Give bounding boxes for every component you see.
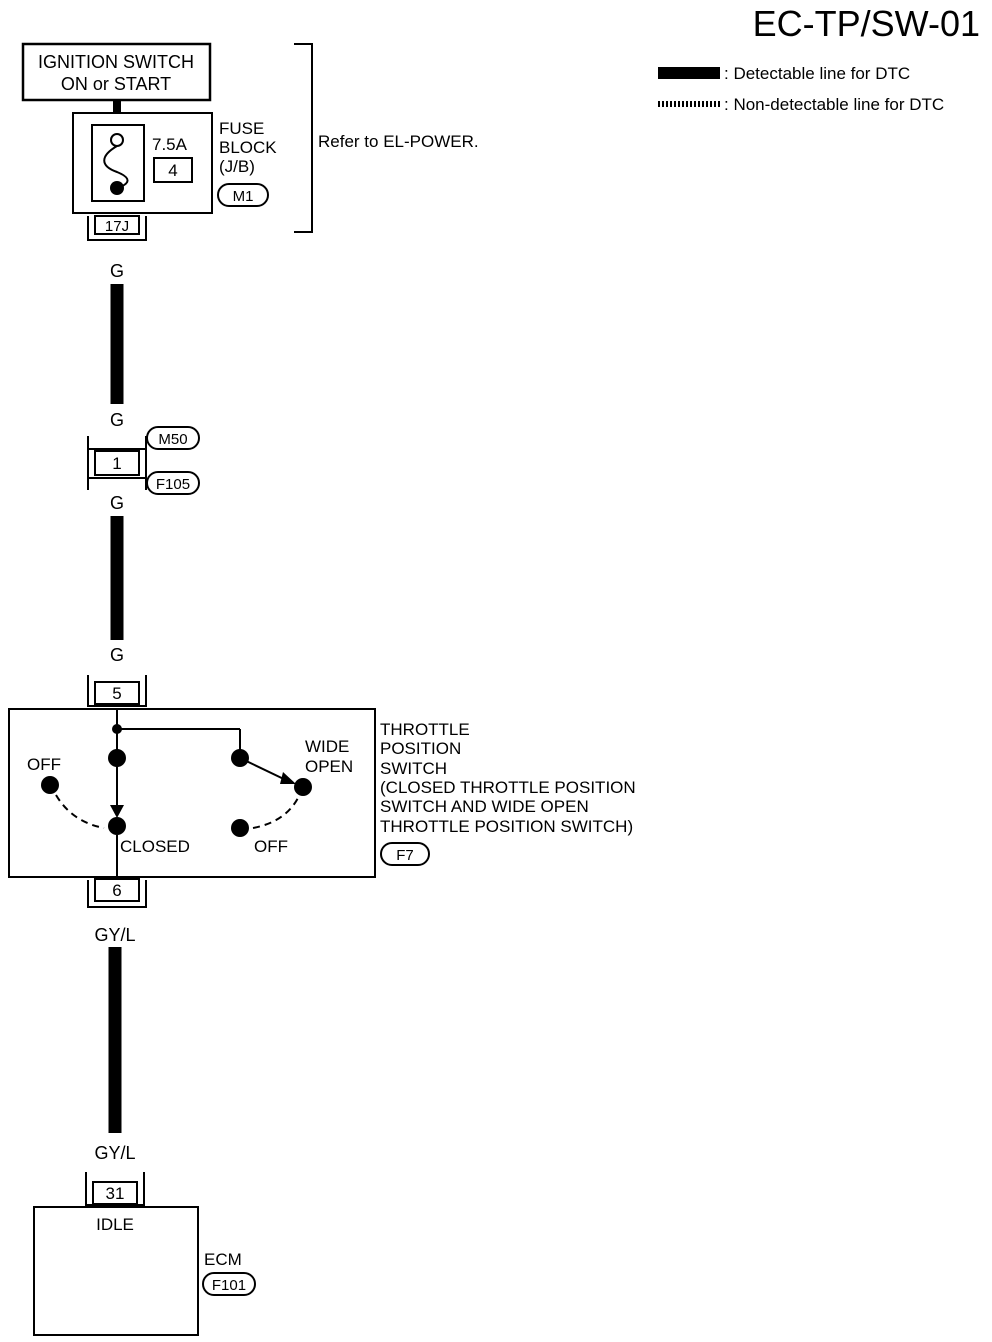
- legend: : Detectable line for DTC : Non-detectab…: [658, 64, 944, 114]
- legend-detectable-swatch: [658, 67, 720, 79]
- connector-f105: F105: [156, 476, 190, 493]
- terminal-6: 6: [87, 878, 147, 908]
- ecm-box: [33, 1206, 199, 1336]
- wire-color-gyl-2: GY/L: [94, 1143, 135, 1163]
- throttle-label-line5: SWITCH AND WIDE OPEN: [380, 797, 589, 816]
- fuse-number-box: [153, 157, 193, 183]
- throttle-switch-box: [8, 708, 376, 878]
- fuse-number: 4: [168, 161, 177, 180]
- diagram-title: EC-TP/SW-01: [753, 3, 980, 44]
- terminal-17j: 17J: [87, 215, 147, 241]
- throttle-label-line1: THROTTLE: [380, 720, 470, 739]
- wide-open-contact: [294, 778, 312, 796]
- switch-off-right: OFF: [254, 837, 288, 856]
- wire-color-g-2: G: [110, 410, 124, 430]
- connector-badge-f7: [380, 842, 430, 866]
- off-right-contact: [231, 819, 249, 837]
- wire-color-g-1: G: [110, 261, 124, 281]
- throttle-label-line4: (CLOSED THROTTLE POSITION: [380, 778, 636, 797]
- switch-wide: WIDE: [305, 737, 349, 756]
- switch-off-left: OFF: [27, 755, 61, 774]
- fuse-block-label-line1: FUSE: [219, 119, 264, 138]
- fuse-block-connector: M1: [233, 188, 254, 205]
- wire-color-g-3: G: [110, 493, 124, 513]
- terminal-31-label: 31: [106, 1184, 125, 1203]
- legend-detectable-label: : Detectable line for DTC: [724, 64, 910, 83]
- closed-switch-travel-path: [55, 794, 105, 829]
- connector-m50: M50: [158, 431, 187, 448]
- closed-switch-arrow-icon: [110, 805, 124, 818]
- connector-f7: F7: [396, 847, 414, 864]
- power-bracket: [294, 43, 313, 233]
- wire-color-g-4: G: [110, 645, 124, 665]
- joint-connector-1: 1 M50 F105: [87, 426, 200, 495]
- refer-note: Refer to EL-POWER.: [318, 132, 479, 151]
- terminal-17j-label: 17J: [105, 218, 129, 235]
- connector-badge-f105: [146, 471, 200, 495]
- switch-open: OPEN: [305, 757, 353, 776]
- fuse-block-label-line3: (J/B): [219, 157, 255, 176]
- terminal-6-label: 6: [112, 881, 121, 900]
- off-left-contact: [41, 776, 59, 794]
- ignition-switch-line1: IGNITION SWITCH: [38, 52, 194, 72]
- fuse-block-connector-badge: [217, 183, 269, 207]
- connector-f101: F101: [212, 1277, 246, 1294]
- fuse-top-terminal: [110, 133, 124, 147]
- fuse-block: 7.5A 4 FUSE BLOCK (J/B) M1: [72, 112, 277, 214]
- closed-contact: [108, 817, 126, 835]
- ecm-label: ECM: [204, 1250, 242, 1269]
- legend-non-detectable-label: : Non-detectable line for DTC: [724, 95, 944, 114]
- throttle-switch-label: THROTTLE POSITION SWITCH (CLOSED THROTTL…: [380, 720, 636, 866]
- joint-terminal-label: 1: [112, 454, 121, 473]
- fuse-block-box: [72, 112, 213, 214]
- fuse-holder: [91, 124, 145, 202]
- fuse-rating: 7.5A: [152, 135, 188, 154]
- fuse-bottom-terminal: [110, 181, 124, 195]
- terminal-5: 5: [87, 675, 147, 707]
- terminal-31: 31: [85, 1172, 145, 1206]
- throttle-label-line3: SWITCH: [380, 759, 447, 778]
- ignition-switch-line2: ON or START: [61, 74, 171, 94]
- ignition-switch-block: IGNITION SWITCH ON or START: [21, 42, 212, 102]
- throttle-position-switch: OFF WIDE OPEN CLOSED OFF: [8, 708, 376, 878]
- wide-open-travel-path: [252, 797, 299, 829]
- fuse-block-label-line2: BLOCK: [219, 138, 277, 157]
- connector-badge-f101: [202, 1272, 256, 1296]
- switch-closed: CLOSED: [120, 837, 190, 856]
- fuse-element-icon: [103, 145, 129, 189]
- wire-color-gyl-1: GY/L: [94, 925, 135, 945]
- throttle-label-line6: THROTTLE POSITION SWITCH): [380, 817, 633, 836]
- terminal-5-label: 5: [112, 684, 121, 703]
- ecm-block: IDLE ECM F101: [33, 1206, 256, 1336]
- ecm-terminal-name: IDLE: [96, 1215, 134, 1234]
- connector-badge-m50: [146, 426, 200, 450]
- throttle-label-line2: POSITION: [380, 739, 461, 758]
- wide-open-arrow-icon: [280, 772, 296, 784]
